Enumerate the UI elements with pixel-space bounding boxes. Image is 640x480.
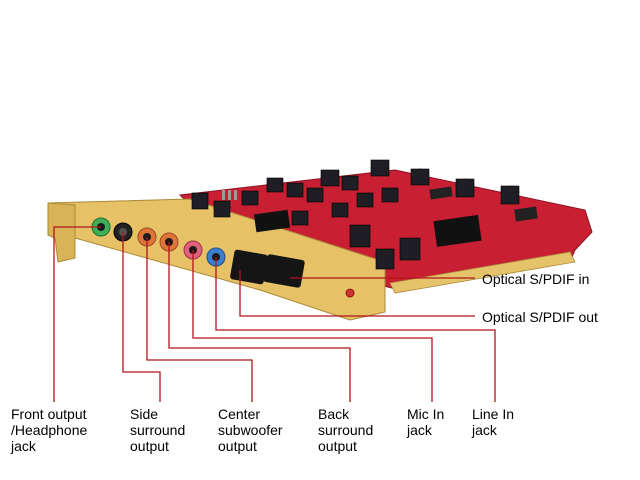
label-line-in: Line In jack xyxy=(472,406,515,438)
ic-chips xyxy=(253,186,538,247)
label-optical-in: Optical S/PDIF in xyxy=(482,271,590,287)
label-front-output: Front output /Headphone jack xyxy=(11,406,88,454)
leader-side-surround xyxy=(122,232,161,402)
pci-connector xyxy=(389,251,576,294)
leader-line-in xyxy=(215,257,496,402)
label-mic-in: Mic In jack xyxy=(407,406,445,438)
label-optical-out: Optical S/PDIF out xyxy=(482,309,598,325)
optical-out-port[interactable] xyxy=(230,249,269,285)
leader-optical-out xyxy=(239,270,475,317)
label-center-subwoofer: Center subwoofer output xyxy=(218,406,283,454)
label-back-surround: Back surround output xyxy=(318,406,374,454)
leader-front-output xyxy=(53,226,101,402)
capacitors xyxy=(191,159,520,270)
leader-back-surround xyxy=(168,242,351,402)
leader-center-subwoofer xyxy=(146,237,253,402)
bracket-tab xyxy=(47,202,76,263)
leader-mic-in xyxy=(192,250,433,402)
sound-card-photo xyxy=(47,159,593,402)
leader-lines xyxy=(53,226,496,402)
optical-in-port[interactable] xyxy=(263,254,305,288)
pin-header xyxy=(222,190,237,200)
label-side-surround: Side surround output xyxy=(130,406,186,454)
